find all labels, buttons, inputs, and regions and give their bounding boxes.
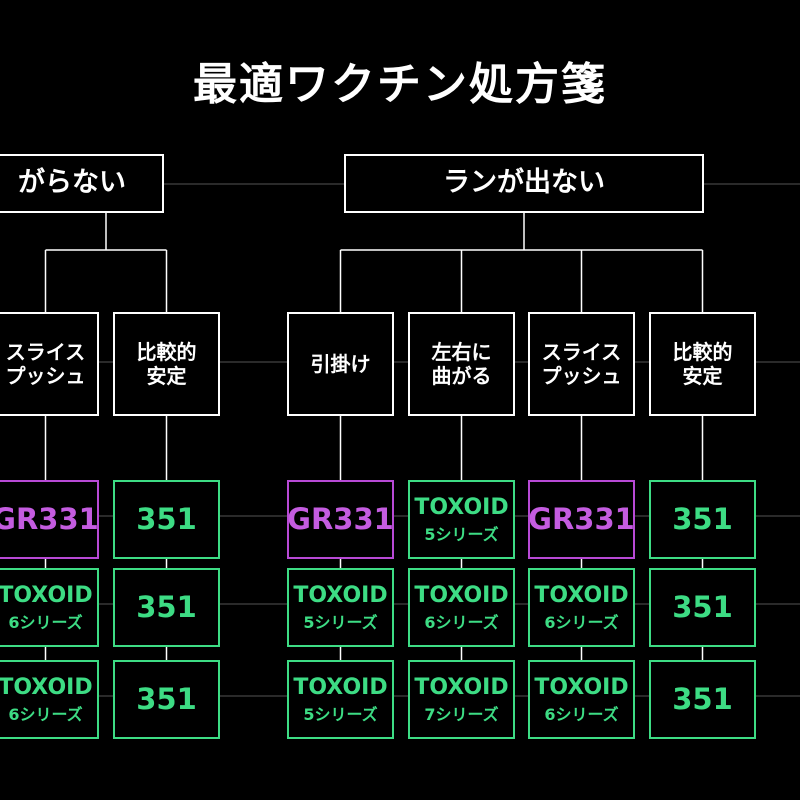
vaccine-toxoid-box: TOXOID 5シリーズ xyxy=(287,660,394,739)
category-label-line: スライス xyxy=(5,340,86,364)
vaccine-gr331-box: GR331 xyxy=(528,480,635,559)
category-label-line: 安定 xyxy=(146,364,187,388)
vaccine-model-label: 351 xyxy=(136,502,197,537)
vaccine-series-label: 6シリーズ xyxy=(544,705,619,725)
vaccine-model-label: TOXOID xyxy=(414,674,509,700)
vaccine-gr331-box: GR331 xyxy=(287,480,394,559)
vaccine-351-box: 351 xyxy=(113,568,220,647)
category-label-line: 左右に xyxy=(431,340,492,364)
vaccine-toxoid-box: TOXOID 6シリーズ xyxy=(0,660,99,739)
vaccine-series-label: 6シリーズ xyxy=(424,613,499,633)
vaccine-series-label: 6シリーズ xyxy=(8,613,83,633)
vaccine-351-box: 351 xyxy=(649,660,756,739)
category-label-line: スライス xyxy=(541,340,622,364)
vaccine-gr331-box: GR331 xyxy=(0,480,99,559)
vaccine-toxoid-box: TOXOID 6シリーズ xyxy=(408,568,515,647)
ball-flight-category: 引掛け xyxy=(287,312,394,416)
ball-flight-category: 比較的安定 xyxy=(649,312,756,416)
ball-flight-category: スライスプッシュ xyxy=(0,312,99,416)
category-label-line: 安定 xyxy=(682,364,723,388)
condition-header: ランが出ない xyxy=(344,154,704,213)
vaccine-toxoid-box: TOXOID 6シリーズ xyxy=(0,568,99,647)
vaccine-model-label: TOXOID xyxy=(293,582,388,608)
vaccine-series-label: 6シリーズ xyxy=(8,705,83,725)
condition-header: がらない xyxy=(0,154,164,213)
category-label-line: 比較的 xyxy=(136,340,197,364)
vaccine-series-label: 7シリーズ xyxy=(424,705,499,725)
vaccine-toxoid-box: TOXOID 5シリーズ xyxy=(287,568,394,647)
vaccine-toxoid-box: TOXOID 5シリーズ xyxy=(408,480,515,559)
vaccine-model-label: TOXOID xyxy=(534,674,629,700)
vaccine-351-box: 351 xyxy=(649,568,756,647)
vaccine-model-label: TOXOID xyxy=(0,674,93,700)
vaccine-model-label: 351 xyxy=(672,590,733,625)
vaccine-toxoid-box: TOXOID 6シリーズ xyxy=(528,660,635,739)
category-label-line: 引掛け xyxy=(310,352,371,376)
vaccine-model-label: 351 xyxy=(672,682,733,717)
ball-flight-category: 左右に曲がる xyxy=(408,312,515,416)
vaccine-model-label: GR331 xyxy=(287,502,394,537)
condition-header-label: がらない xyxy=(18,167,126,199)
category-label-line: プッシュ xyxy=(541,364,622,388)
vaccine-351-box: 351 xyxy=(113,660,220,739)
vaccine-series-label: 5シリーズ xyxy=(303,705,378,725)
vaccine-toxoid-box: TOXOID 6シリーズ xyxy=(528,568,635,647)
vaccine-model-label: 351 xyxy=(136,590,197,625)
vaccine-toxoid-box: TOXOID 7シリーズ xyxy=(408,660,515,739)
vaccine-model-label: TOXOID xyxy=(414,582,509,608)
page-title: 最適ワクチン処方箋 xyxy=(193,59,607,110)
vaccine-model-label: 351 xyxy=(672,502,733,537)
ball-flight-category: 比較的安定 xyxy=(113,312,220,416)
vaccine-model-label: TOXOID xyxy=(534,582,629,608)
vaccine-model-label: TOXOID xyxy=(0,582,93,608)
vaccine-model-label: 351 xyxy=(136,682,197,717)
vaccine-351-box: 351 xyxy=(649,480,756,559)
category-label-line: 曲がる xyxy=(431,364,492,388)
ball-flight-category: スライスプッシュ xyxy=(528,312,635,416)
vaccine-series-label: 5シリーズ xyxy=(424,525,499,545)
vaccine-model-label: GR331 xyxy=(0,502,99,537)
vaccine-351-box: 351 xyxy=(113,480,220,559)
vaccine-model-label: GR331 xyxy=(528,502,635,537)
vaccine-series-label: 6シリーズ xyxy=(544,613,619,633)
condition-header-label: ランが出ない xyxy=(443,167,605,199)
vaccine-model-label: TOXOID xyxy=(293,674,388,700)
vaccine-series-label: 5シリーズ xyxy=(303,613,378,633)
category-label-line: 比較的 xyxy=(672,340,733,364)
category-label-line: プッシュ xyxy=(5,364,86,388)
vaccine-model-label: TOXOID xyxy=(414,494,509,520)
